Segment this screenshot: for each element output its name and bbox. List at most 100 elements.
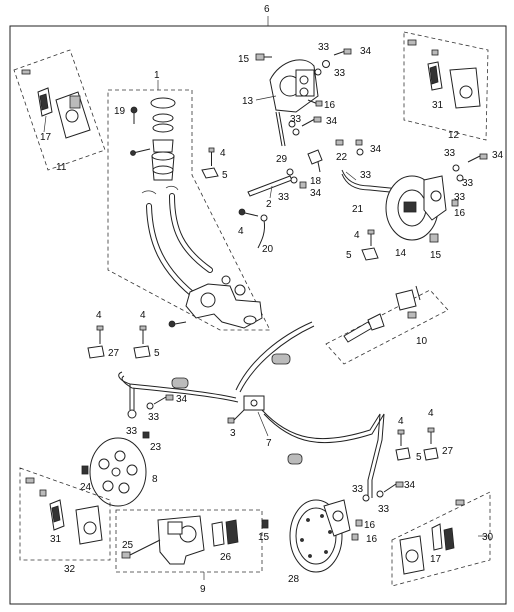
label-34-g: 34	[404, 480, 416, 491]
washer-33-j[interactable]	[362, 490, 384, 502]
rear-caliper-13[interactable]	[269, 59, 319, 113]
label-5-ml: 5	[154, 348, 160, 359]
bolt-4-ml1[interactable]	[96, 325, 104, 344]
label-27-right: 27	[442, 446, 454, 457]
master-cylinder-body[interactable]	[185, 275, 263, 329]
brake-hose-7[interactable]	[118, 321, 385, 498]
label-33-f: 33	[444, 148, 456, 159]
label-4-rb1: 4	[398, 416, 404, 427]
grommet-top[interactable]	[271, 353, 291, 365]
label-15-bottom: 15	[258, 532, 270, 543]
pads-26[interactable]	[211, 519, 239, 547]
label-14: 14	[395, 248, 407, 259]
screw-mc[interactable]	[130, 148, 151, 156]
bolt-23[interactable]	[142, 431, 150, 439]
bolt-15-bottom[interactable]	[261, 519, 269, 529]
bolt-34-d[interactable]	[355, 139, 364, 156]
banjo-5-ml[interactable]	[133, 345, 151, 359]
rear-line-29[interactable]	[275, 111, 286, 147]
label-17-bottom: 17	[430, 554, 442, 565]
reservoir-hoses[interactable]	[141, 185, 213, 303]
bolt-24[interactable]	[81, 465, 89, 475]
bolt-34-e[interactable]	[467, 153, 488, 163]
washer-33-a[interactable]	[322, 60, 330, 68]
hose-joint-7[interactable]	[243, 395, 265, 411]
washer-33-f[interactable]	[452, 164, 464, 182]
group-32-box	[19, 467, 111, 561]
master-cylinder-reservoir[interactable]	[150, 97, 176, 181]
banjo-27-left[interactable]	[87, 345, 105, 359]
equalizer-10[interactable]	[343, 285, 421, 343]
spring-20[interactable]	[257, 214, 268, 249]
brake-line-21[interactable]	[341, 169, 411, 195]
banjo-27-right[interactable]	[423, 447, 439, 461]
bolt-4-mid[interactable]	[238, 208, 259, 217]
banjo-5-top[interactable]	[201, 167, 219, 179]
front-disc-28[interactable]	[289, 499, 351, 573]
bolt-3[interactable]	[227, 409, 245, 424]
label-29: 29	[276, 154, 288, 165]
bolt-15-right[interactable]	[429, 233, 439, 243]
rear-disc-14[interactable]	[385, 175, 447, 241]
screw-19[interactable]	[130, 106, 138, 124]
washer-33-c[interactable]	[288, 120, 300, 136]
pad-kit-32[interactable]	[25, 477, 103, 545]
bolt-34-g[interactable]	[383, 481, 404, 493]
group-1-box	[107, 89, 271, 331]
bolt-16-right[interactable]	[451, 199, 459, 207]
bolt-4-rb2[interactable]	[427, 427, 435, 444]
caliper-9[interactable]	[157, 515, 205, 565]
washer-33-b[interactable]	[314, 68, 322, 76]
bolt-15-top[interactable]	[255, 53, 272, 61]
bolt-22[interactable]	[335, 139, 344, 146]
bolt-16-top[interactable]	[307, 99, 323, 107]
bolt-34-c[interactable]	[299, 181, 307, 189]
label-34-c: 34	[310, 188, 322, 199]
label-16-bottom-a: 16	[364, 520, 376, 531]
label-28: 28	[288, 574, 300, 585]
bolt-4-top[interactable]	[208, 147, 215, 166]
bolt-34-a[interactable]	[333, 48, 352, 56]
bolt-4-ml2[interactable]	[139, 325, 147, 344]
bolt-mc-mount[interactable]	[168, 320, 187, 328]
bolt-4-right[interactable]	[367, 229, 375, 246]
label-31-bottom: 31	[50, 534, 62, 545]
bolt-16-bottom-b[interactable]	[351, 533, 359, 541]
label-19: 19	[114, 106, 126, 117]
label-4-mid: 4	[238, 226, 244, 237]
label-10: 10	[416, 336, 428, 347]
group-9-box	[115, 509, 263, 573]
group-10-box	[325, 289, 449, 365]
banjo-5-rb[interactable]	[395, 447, 411, 461]
bolt-25[interactable]	[121, 539, 161, 559]
label-34-a: 34	[360, 46, 372, 57]
label-33-k: 33	[378, 504, 390, 515]
label-33-e: 33	[360, 170, 372, 181]
label-25: 25	[122, 540, 134, 551]
grommet-left[interactable]	[171, 377, 189, 389]
label-16-bottom-b: 16	[366, 534, 378, 545]
banjo-5-right[interactable]	[361, 247, 379, 261]
union-18[interactable]	[307, 149, 323, 173]
bolt-34-b[interactable]	[301, 116, 322, 127]
label-34-d: 34	[370, 144, 382, 155]
group-11-box	[13, 49, 106, 171]
group-12-box	[403, 31, 489, 141]
washer-33-h[interactable]	[127, 402, 154, 419]
label-4-rb2: 4	[428, 408, 434, 419]
washer-33-d[interactable]	[286, 168, 298, 184]
pad-kit-11[interactable]	[21, 69, 91, 139]
bolt-34-f[interactable]	[153, 394, 174, 405]
front-disc-8[interactable]	[89, 437, 147, 507]
label-5-rb: 5	[416, 452, 422, 463]
pad-kit-30[interactable]	[399, 499, 465, 575]
bolt-16-bottom-a[interactable]	[355, 519, 363, 527]
grommet-bottom[interactable]	[287, 453, 303, 465]
pad-kit-12[interactable]	[407, 39, 481, 109]
bolt-4-rb1[interactable]	[397, 429, 405, 446]
label-18: 18	[310, 176, 322, 187]
outer-frame	[9, 25, 507, 605]
label-33-a: 33	[318, 42, 330, 53]
